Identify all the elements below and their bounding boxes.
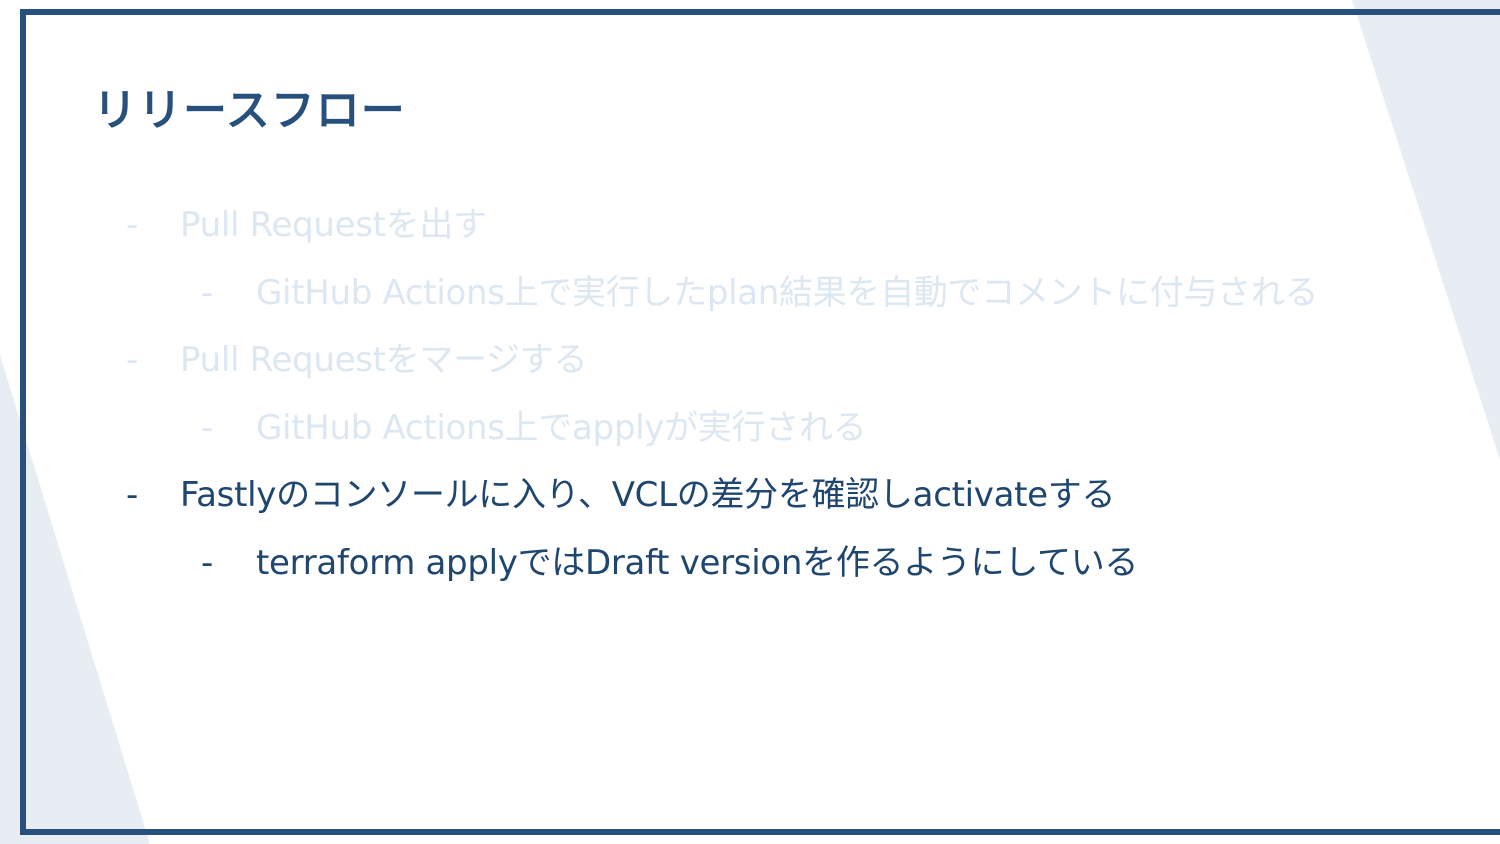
right-diagonal-band (1352, 0, 1500, 460)
bullet-dash: - (201, 273, 213, 313)
bullet-text: GitHub Actions上で実行したplan結果を自動でコメントに付与される (256, 273, 1319, 313)
left-diagonal-band (0, 355, 150, 844)
slide-title: リリースフロー (93, 85, 406, 136)
bullet-text: Pull Requestをマージする (180, 340, 588, 380)
slide-frame (20, 9, 1500, 835)
bullet-dash: - (126, 340, 138, 380)
bullet-text: terraform applyではDraft versionを作るようにしている (256, 543, 1139, 583)
bullet-dash: - (201, 408, 213, 448)
bullet-text: Fastlyのコンソールに入り、VCLの差分を確認しactivateする (180, 475, 1116, 515)
bullet-dash: - (201, 543, 213, 583)
bullet-dash: - (126, 205, 138, 245)
bullet-text: GitHub Actions上でapplyが実行される (256, 408, 867, 448)
bullet-dash: - (126, 475, 138, 515)
bullet-text: Pull Requestを出す (180, 205, 487, 245)
